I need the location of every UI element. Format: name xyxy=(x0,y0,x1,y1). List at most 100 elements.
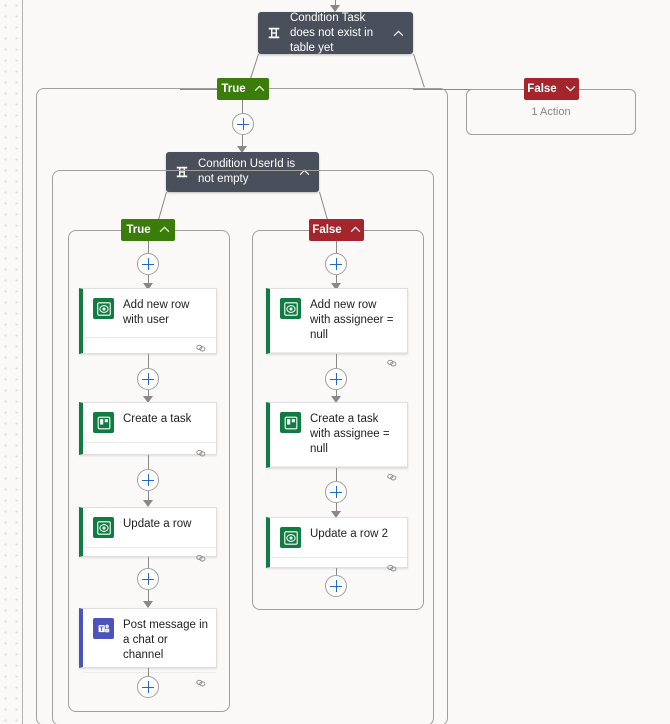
inner-false-branch-label: False xyxy=(312,224,342,236)
connector-true-to-plus xyxy=(242,100,243,113)
arrow-into-action xyxy=(331,511,341,518)
action-card-header: Update a row 2 xyxy=(270,518,407,557)
connector-root-right-drop xyxy=(413,53,425,88)
connector-inner-false-c xyxy=(336,354,337,368)
arrow-into-root-condition xyxy=(330,5,340,12)
action-card-label: Update a row 2 xyxy=(310,528,388,540)
connection-icon[interactable] xyxy=(386,560,398,578)
root-true-branch-pill[interactable]: True xyxy=(217,78,269,100)
outer-scope-left-rail xyxy=(22,0,23,724)
connector-inner-true-d xyxy=(148,390,149,400)
connector-inner-false-g xyxy=(336,568,337,575)
connection-icon[interactable] xyxy=(386,355,398,373)
add-step-button[interactable] xyxy=(137,469,159,491)
root-condition-node[interactable]: Condition Task does not exist in table y… xyxy=(258,12,413,54)
root-condition-label: Condition Task does not exist in table y… xyxy=(290,11,374,54)
chevron-down-icon[interactable] xyxy=(565,83,576,95)
action-card-footer xyxy=(270,352,407,375)
connector-plus-to-inner-condition xyxy=(242,135,243,149)
add-step-button[interactable] xyxy=(325,368,347,390)
chevron-up-icon[interactable] xyxy=(254,83,265,95)
connection-icon[interactable] xyxy=(195,550,207,568)
connector-inner-true-c xyxy=(148,354,149,368)
add-step-button[interactable] xyxy=(325,575,347,597)
root-false-branch-label: False xyxy=(527,83,557,95)
add-step-button[interactable] xyxy=(137,368,159,390)
arrow-into-inner-condition xyxy=(237,146,247,153)
action-card[interactable]: Add new row with assigneer = null xyxy=(266,288,408,367)
action-card-label: Create a task with assignee = null xyxy=(310,413,390,455)
planner-icon xyxy=(93,412,114,433)
connection-icon[interactable] xyxy=(195,675,207,693)
connector-inner-true-g xyxy=(148,557,149,568)
connector-inner-false-f xyxy=(336,503,337,515)
action-card-header: Create a task xyxy=(83,403,216,442)
arrow-into-action xyxy=(331,283,341,290)
inner-condition-scope-container xyxy=(52,170,434,724)
canvas-gutter xyxy=(0,0,22,724)
inner-false-branch-pill[interactable]: False xyxy=(309,219,364,241)
dataverse-icon xyxy=(280,527,301,548)
action-card[interactable]: Create a task with assignee = null xyxy=(266,402,408,481)
connection-icon[interactable] xyxy=(386,469,398,487)
action-card-footer xyxy=(270,557,407,580)
action-card[interactable]: Create a task xyxy=(79,402,217,457)
connector-inner-true-f xyxy=(148,491,149,504)
action-card-label: Update a row xyxy=(123,518,192,530)
connector-inner-true-e xyxy=(148,455,149,469)
dataverse-icon xyxy=(93,517,114,538)
action-card-label: Post message in a chat or channel xyxy=(123,619,209,661)
false-scope-action-count: 1 Action xyxy=(531,106,571,118)
chevron-up-icon[interactable] xyxy=(159,224,170,236)
root-true-branch-label: True xyxy=(221,83,246,95)
action-card-label: Create a task xyxy=(123,413,192,425)
action-card-label: Add new row with assigneer = null xyxy=(310,299,394,341)
root-false-branch-pill[interactable]: False xyxy=(524,78,579,100)
connector-inner-false-b xyxy=(336,275,337,286)
connection-icon[interactable] xyxy=(195,445,207,463)
action-card[interactable]: Post message in a chat or channel xyxy=(79,608,217,687)
chevron-up-icon[interactable] xyxy=(391,29,405,37)
action-card-footer xyxy=(83,672,216,695)
arrow-into-action xyxy=(143,500,153,507)
inner-condition-label: Condition UserId is not empty xyxy=(198,158,296,185)
arrow-into-action xyxy=(331,396,341,403)
connector-inner-true-h xyxy=(148,590,149,604)
action-card-footer xyxy=(83,442,216,465)
inner-true-branch-pill[interactable]: True xyxy=(121,219,175,241)
action-card[interactable]: Update a row 2 xyxy=(266,517,408,572)
action-card-footer xyxy=(83,337,216,360)
connector-inner-true-i xyxy=(148,668,149,676)
action-card[interactable]: Update a row xyxy=(79,507,217,562)
add-step-button[interactable] xyxy=(232,113,254,135)
action-card-footer xyxy=(270,466,407,489)
action-card[interactable]: Add new row with user xyxy=(79,288,217,354)
add-step-button[interactable] xyxy=(137,676,159,698)
add-step-button[interactable] xyxy=(137,568,159,590)
chevron-up-icon[interactable] xyxy=(350,224,361,236)
action-card-header: Post message in a chat or channel xyxy=(83,609,216,672)
action-card-header: Add new row with assigneer = null xyxy=(270,289,407,352)
teams-icon xyxy=(93,618,114,639)
add-step-button[interactable] xyxy=(325,481,347,503)
connector-inner-true-a xyxy=(148,241,149,253)
dataverse-icon xyxy=(280,298,301,319)
arrow-into-action xyxy=(143,396,153,403)
connector-inner-false-a xyxy=(336,241,337,253)
arrow-into-action xyxy=(143,601,153,608)
condition-icon xyxy=(266,25,282,41)
add-step-button[interactable] xyxy=(137,253,159,275)
connector-inner-false-e xyxy=(336,468,337,481)
action-card-header: Add new row with user xyxy=(83,289,216,337)
inner-condition-node[interactable]: Condition UserId is not empty xyxy=(166,152,319,192)
dataverse-icon xyxy=(93,298,114,319)
arrow-into-action xyxy=(143,283,153,290)
action-card-header: Create a task with assignee = null xyxy=(270,403,407,466)
inner-true-branch-label: True xyxy=(126,224,151,236)
connector-inner-true-b xyxy=(148,275,149,286)
connection-icon[interactable] xyxy=(195,340,207,358)
add-step-button[interactable] xyxy=(325,253,347,275)
connector-inner-false-d xyxy=(336,390,337,400)
planner-icon xyxy=(280,412,301,433)
